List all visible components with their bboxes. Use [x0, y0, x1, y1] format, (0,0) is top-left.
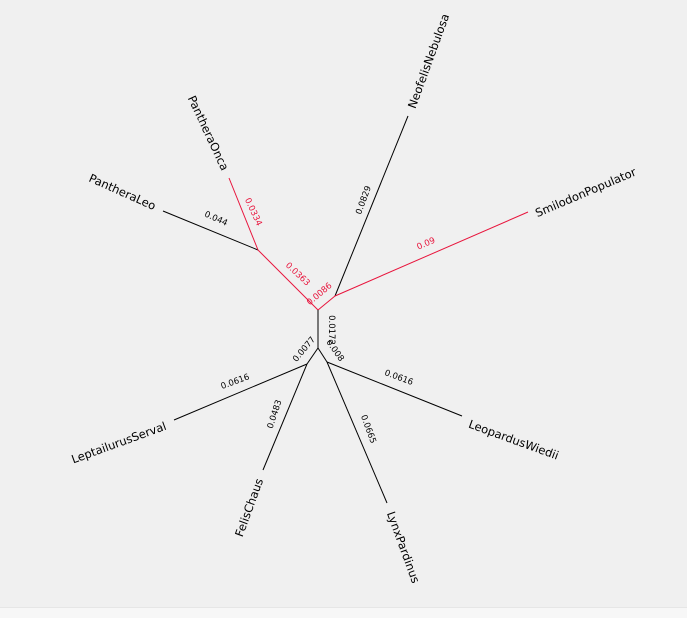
branch-length-leptailurus: 0.0616 — [220, 372, 251, 392]
branch-length-felis_clade_stem: 0.0077 — [291, 335, 318, 364]
bottom-strip — [0, 607, 687, 618]
branch-pantheronca — [228, 177, 259, 251]
taxon-label-pantheronca: PantheraOnca — [185, 93, 232, 172]
taxon-label-leoparduswiedii: LeopardusWiedii — [467, 417, 561, 463]
branch-length-pantheronca: 0.0334 — [242, 197, 264, 228]
branch-pantherleo — [162, 210, 259, 251]
branch-lynxpardinus — [326, 361, 388, 504]
branch-smilodon_stem — [317, 295, 336, 311]
taxon-label-leptailurus: LeptailurusServal — [69, 419, 168, 466]
branch-length-leoparduswiedii: 0.0616 — [383, 368, 414, 388]
branch-panthera_stem — [257, 249, 319, 311]
branch-felis_clade_stem — [306, 347, 319, 365]
branch-length-lynx_stem: 0.008 — [324, 338, 346, 364]
branch-length-panthera_stem: 0.0363 — [283, 261, 312, 289]
branch-length-smilodon: 0.09 — [416, 236, 437, 253]
branch-length-root_stem: 0.0172 — [326, 315, 336, 345]
taxon-label-felischaus: FelisChaus — [232, 476, 266, 538]
branch-neofelis — [334, 115, 409, 297]
taxon-label-lynxpardinus: LynxPardinus — [384, 509, 423, 585]
branch-felischaus — [262, 363, 308, 471]
branch-length-pantherleo: 0.044 — [203, 210, 229, 229]
taxon-label-neofelis: NeofelisNebulosa — [405, 12, 452, 111]
branch-length-smilodon_stem: 0.0086 — [305, 281, 334, 308]
taxon-label-smilodon: SmilodonPopulator — [533, 165, 638, 220]
branch-leptailurus — [173, 363, 308, 421]
branch-length-lynxpardinus: 0.0665 — [358, 414, 378, 445]
taxon-label-pantherleo: PantheraLeo — [87, 171, 158, 213]
branch-length-neofelis: 0.0829 — [354, 185, 374, 216]
branch-lynx_stem — [317, 347, 328, 363]
branch-smilodon — [334, 211, 529, 297]
branch-leoparduswiedii — [326, 361, 463, 417]
